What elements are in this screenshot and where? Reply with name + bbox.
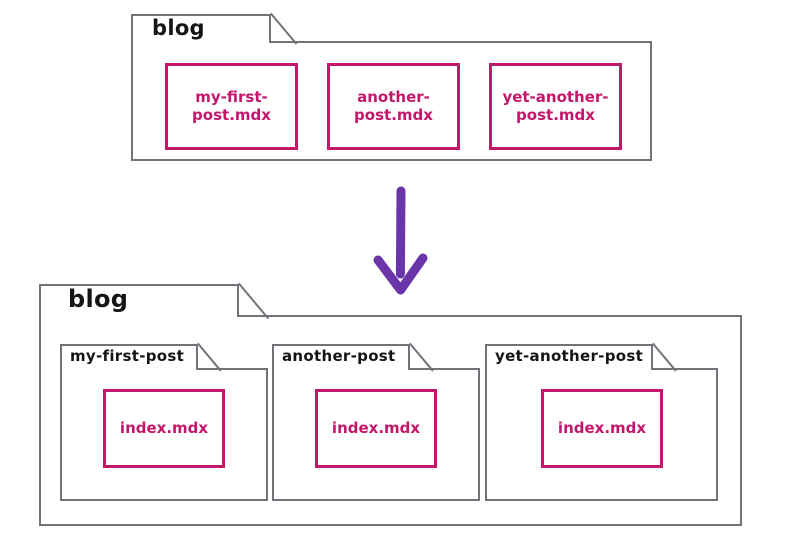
- before-blog-folder-tab-slant: [270, 12, 298, 45]
- subfolder-another-post-tab: [272, 344, 410, 370]
- subfolder-another-post: another-post index.mdx: [272, 342, 480, 501]
- after-blog-folder: blog my-first-post index.mdx another-pos…: [39, 282, 742, 526]
- arrow-down-icon: [373, 186, 428, 295]
- file-label-index-yet-another-post: index.mdx: [557, 418, 647, 437]
- file-label-index-another-post: index.mdx: [331, 418, 421, 437]
- file-card-yet-another-post[interactable]: yet-another- post.mdx: [489, 63, 622, 150]
- file-card-another-post[interactable]: another- post.mdx: [327, 63, 460, 150]
- file-card-my-first-post[interactable]: my-first- post.mdx: [165, 63, 298, 150]
- subfolder-yet-another-post-tab: [485, 344, 653, 370]
- after-blog-folder-tab: [39, 284, 239, 317]
- file-card-index-another-post[interactable]: index.mdx: [315, 389, 437, 468]
- file-label-yet-another-post: yet-another- post.mdx: [502, 87, 609, 124]
- subfolder-yet-another-post: yet-another-post index.mdx: [485, 342, 718, 501]
- after-blog-folder-tab-slant: [238, 282, 270, 320]
- before-blog-folder: blog my-first- post.mdx another- post.md…: [131, 12, 652, 161]
- file-label-my-first-post: my-first- post.mdx: [192, 87, 271, 124]
- before-blog-folder-tab: [131, 14, 271, 43]
- transform-arrow: [358, 186, 444, 302]
- file-label-another-post: another- post.mdx: [354, 87, 433, 124]
- file-label-index-my-first-post: index.mdx: [119, 418, 209, 437]
- subfolder-my-first-post-tab: [60, 344, 198, 370]
- file-card-index-my-first-post[interactable]: index.mdx: [103, 389, 225, 468]
- subfolder-my-first-post: my-first-post index.mdx: [60, 342, 268, 501]
- file-card-index-yet-another-post[interactable]: index.mdx: [541, 389, 663, 468]
